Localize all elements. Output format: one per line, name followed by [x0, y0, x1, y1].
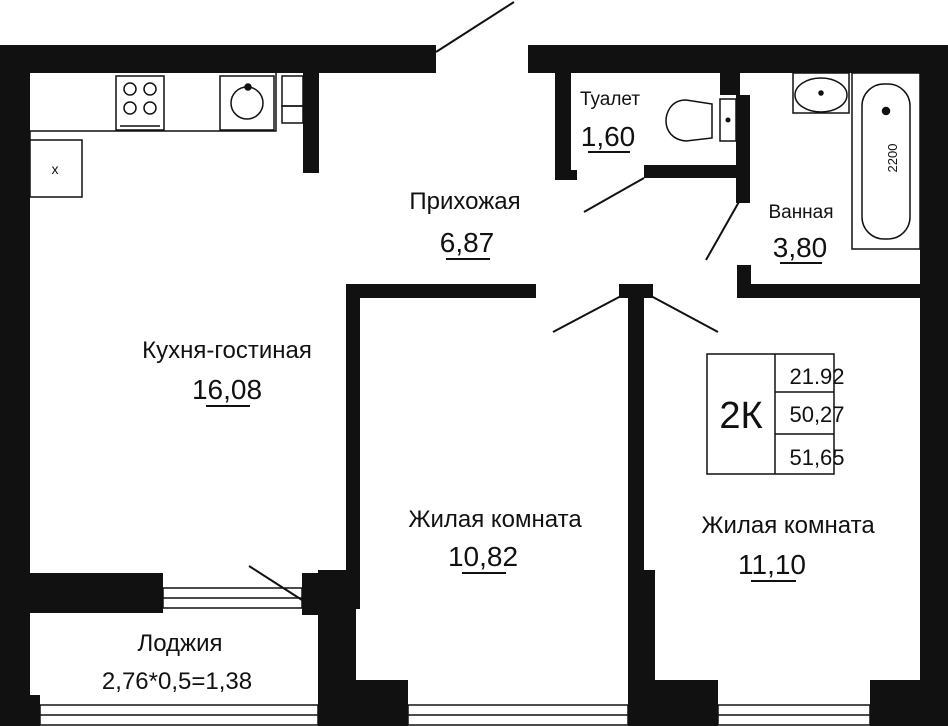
toilet-door — [583, 177, 645, 213]
walls — [0, 45, 948, 726]
room1-door — [552, 295, 622, 333]
living-area-value: 21.92 — [789, 364, 844, 389]
room1-name: Жилая комната — [408, 506, 582, 533]
total-area-value: 50,27 — [789, 402, 844, 427]
fridge-icon — [29, 139, 83, 198]
room2-area: 11,10 — [738, 549, 806, 580]
total-with-loggia-value: 51,65 — [789, 445, 844, 470]
toilet-icon — [665, 98, 737, 142]
room2-door — [650, 295, 719, 333]
summary-badge — [706, 353, 835, 475]
bath-area: 3,80 — [773, 232, 828, 263]
toilet-name: Туалет — [580, 89, 640, 110]
loggia-name: Лоджия — [137, 630, 222, 657]
bath-door — [705, 199, 741, 261]
kitchen-area: 16,08 — [192, 374, 262, 405]
loggia-door — [248, 565, 303, 601]
bathtub-icon — [851, 72, 921, 250]
apartment-type: 2К — [719, 395, 762, 437]
hall-area: 6,87 — [440, 227, 495, 258]
stove-icon — [115, 75, 165, 131]
bath-sink-icon — [792, 72, 850, 114]
doors — [248, 1, 741, 601]
room2-name: Жилая комната — [701, 512, 875, 539]
bathtub-length: 2200 — [885, 144, 900, 173]
windows — [39, 587, 871, 726]
loggia-area: 2,76*0,5=1,38 — [102, 668, 252, 695]
fridge-mark: x — [52, 161, 59, 177]
bath-fixtures — [792, 72, 921, 250]
entrance-door — [435, 1, 515, 53]
hall-name: Прихожая — [409, 188, 520, 215]
toilet-area: 1,60 — [581, 121, 636, 152]
room1-area: 10,82 — [448, 541, 518, 572]
sink-icon — [219, 75, 275, 131]
bath-name: Ванная — [768, 202, 833, 223]
kitchen-name: Кухня-гостиная — [142, 337, 312, 364]
kitchen-furniture — [29, 73, 304, 198]
